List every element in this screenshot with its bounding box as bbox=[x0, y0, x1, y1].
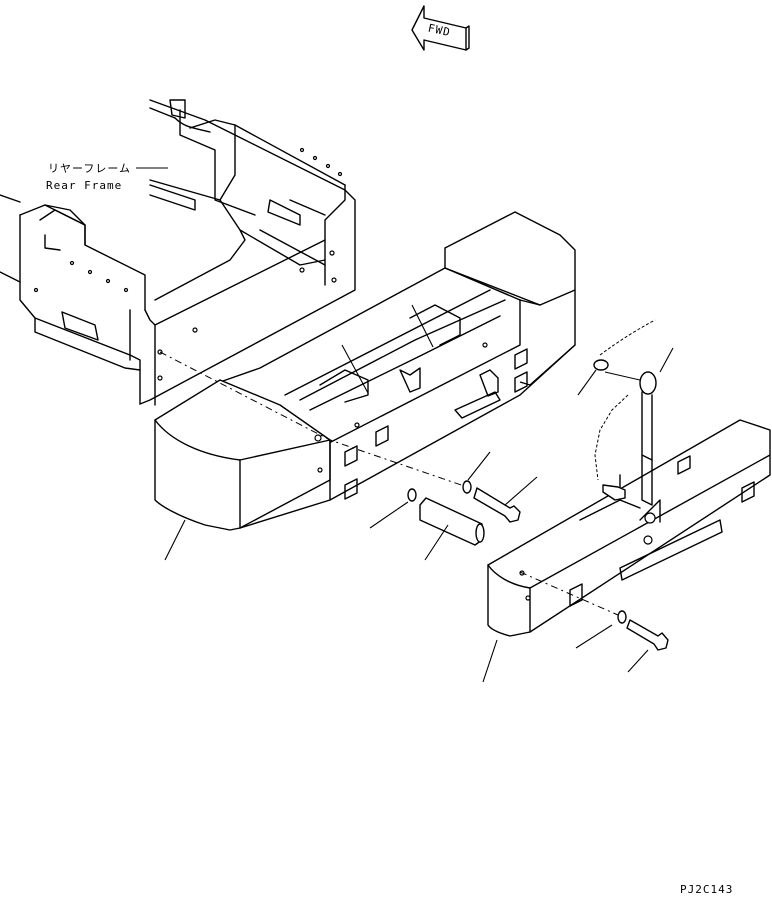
rear-frame-label-jp: リヤーフレーム bbox=[48, 162, 131, 175]
rear-frame-label: リヤーフレーム Rear Frame bbox=[46, 162, 168, 192]
washer-and-bolt-upper bbox=[462, 480, 521, 523]
pin-part bbox=[419, 497, 485, 546]
callout-leaders bbox=[164, 304, 674, 683]
counterweight bbox=[154, 211, 576, 531]
fwd-arrow-icon: FWD bbox=[411, 5, 470, 51]
lifting-pin bbox=[639, 371, 657, 506]
rear-frame-label-en: Rear Frame bbox=[46, 179, 122, 192]
washer-lower bbox=[407, 488, 417, 502]
retaining-chain bbox=[593, 319, 656, 501]
fwd-label: FWD bbox=[427, 22, 452, 39]
washer-and-bolt-lower bbox=[617, 610, 669, 651]
auxiliary-counterweight bbox=[487, 419, 771, 637]
drawing-code: PJ2C143 bbox=[680, 883, 733, 896]
rear-frame bbox=[0, 99, 356, 406]
